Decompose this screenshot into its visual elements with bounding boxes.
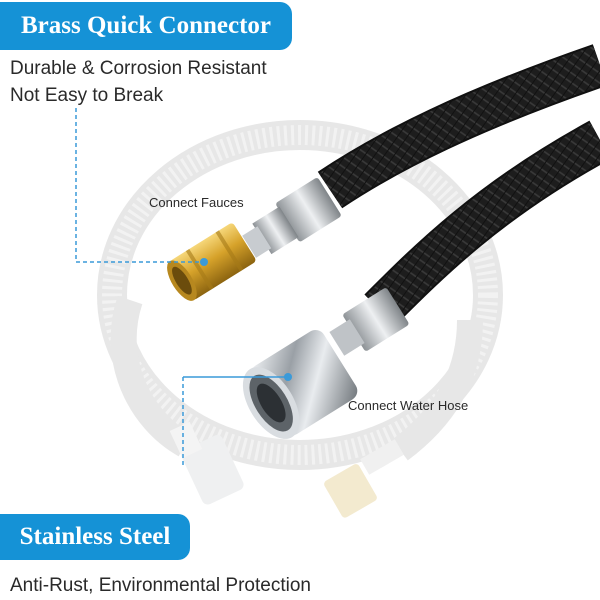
water-hose-callout-dot [284,373,292,381]
black-braided-hose [317,44,600,326]
durability-text: Durable & Corrosion Resistant [10,58,267,79]
chrome-hose-nut [242,288,409,439]
brass-quick-connector [167,178,341,301]
anti-rust-text: Anti-Rust, Environmental Protection [10,575,311,596]
break-resistance-text: Not Easy to Break [10,85,164,106]
faded-hose-coil [97,120,503,518]
connect-faucet-label: Connect Fauces [149,195,244,210]
guide-lines [75,108,286,468]
stainless-steel-badge: Stainless Steel [0,514,190,560]
connect-water-hose-label: Connect Water Hose [348,398,469,413]
faucet-callout-dot [200,258,208,266]
brass-connector-badge: Brass Quick Connector [0,2,292,50]
